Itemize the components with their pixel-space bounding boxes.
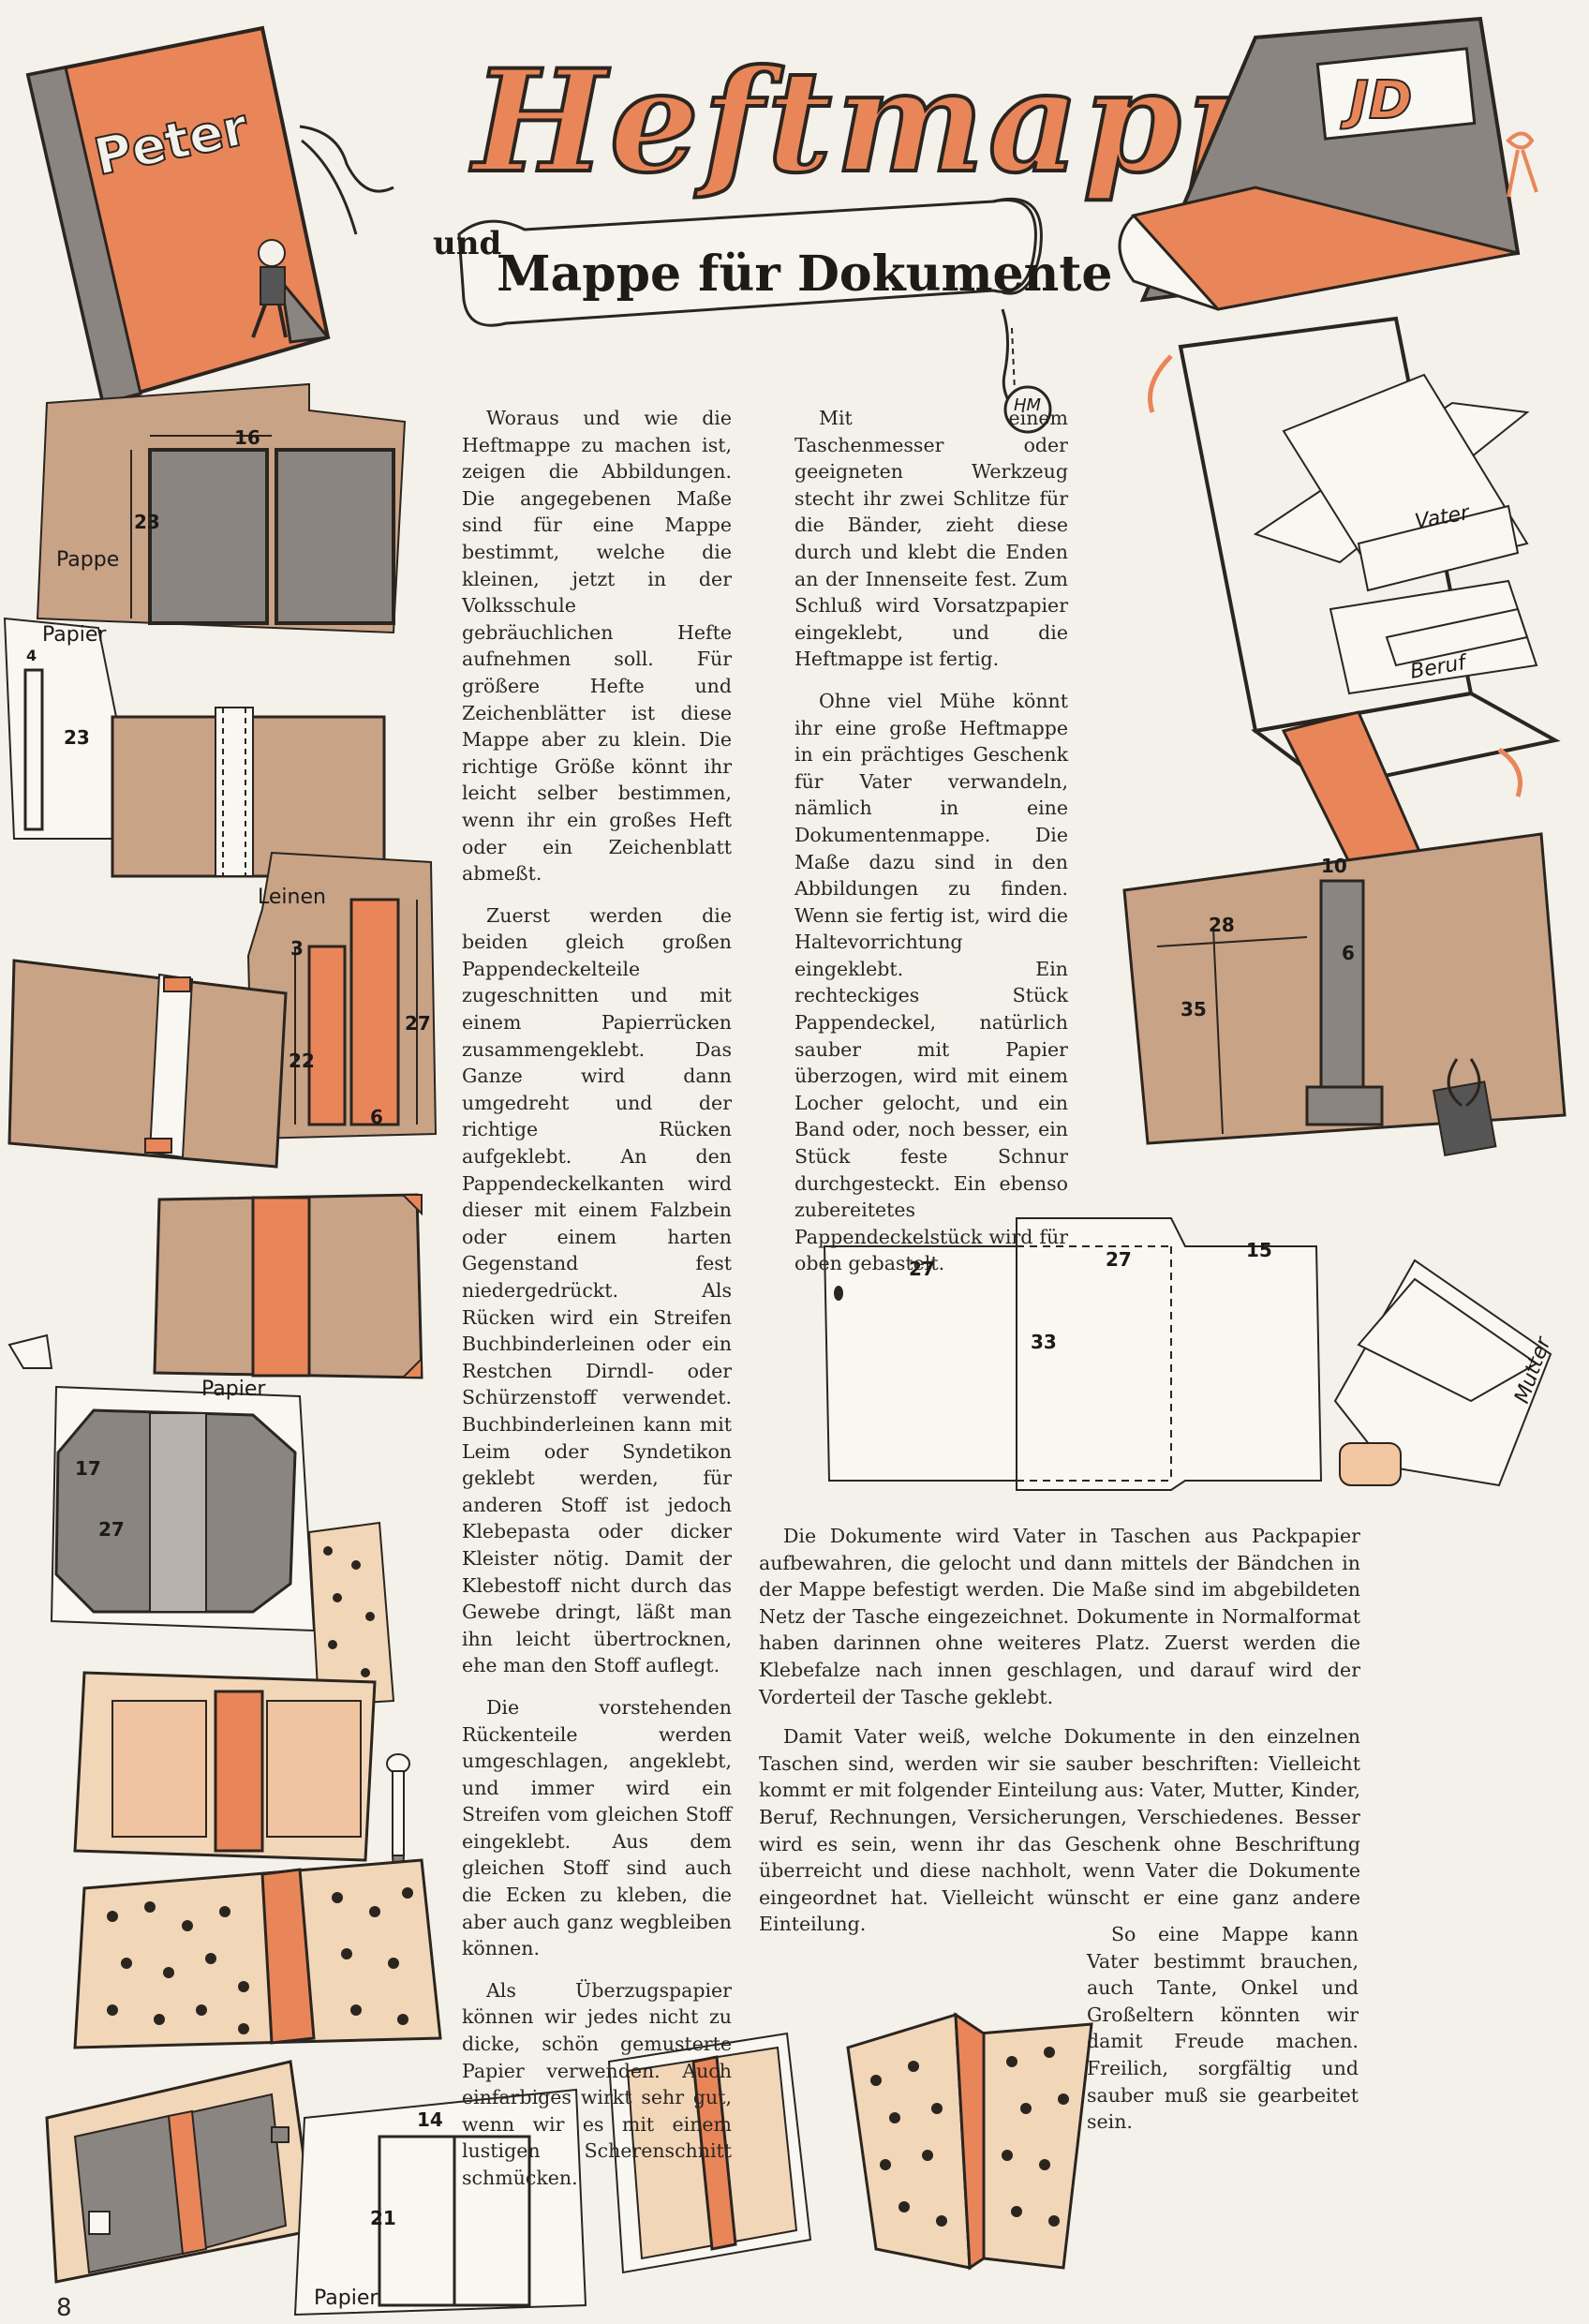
dim-27a: 27 [405,1012,431,1035]
label-leinen: Leinen [258,886,326,909]
illustration-pappe [36,382,407,634]
illustration-corners [7,959,288,1169]
dim-15: 15 [1246,1239,1272,1261]
dim-27b: 27 [98,1518,125,1541]
label-papier-2: Papier [201,1378,266,1401]
col1-para-2: Zuerst werden die beiden gleich großen P… [462,903,732,1677]
illustration-pocket-net [823,1217,1323,1491]
illustration-exploded-folder [1148,316,1561,864]
col2-para-2: Ohne viel Mühe könnt ihr eine große Heft… [794,689,1068,1275]
label-pappe: Pappe [56,548,120,572]
closing-para: So eine Mappe kann Vater bestimmt brauch… [1087,1923,1359,2134]
illustration-dots-book [73,1858,442,2049]
dim-22: 22 [289,1050,315,1072]
col1-para-1: Woraus und wie die Heftmappe zu machen i… [462,407,732,886]
illustration-bottom-folder [45,2060,316,2284]
illustration-dots-flap [307,1521,395,1707]
dim-17: 17 [75,1457,101,1480]
illustration-peter-folder [25,25,394,406]
seal-icon [1003,385,1052,434]
dim-10: 10 [1321,855,1347,877]
dim-28: 28 [1209,914,1235,936]
seal-label: HM [1014,395,1042,415]
text-closing: So eine Mappe kann Vater bestimmt brauch… [1087,1921,1359,2151]
dim-35: 35 [1181,998,1207,1020]
label-papier-3: Papier [314,2287,379,2310]
illustration-document-book [1118,16,1538,311]
text-column-2: Mit einem Taschenmesser oder geeigneten … [794,405,1068,1292]
col1-para-3: Die vorstehenden Rückenteile werden umge… [462,1695,732,1960]
dim-4: 4 [26,647,37,664]
title-und: und [433,225,502,262]
label-monogram: JD [1348,69,1413,132]
label-papier-1: Papier [42,623,107,647]
illustration-envelope-mutter [1333,1259,1552,1487]
dim-21: 21 [370,2207,396,2229]
dim-6b: 6 [1342,942,1355,964]
dim-14: 14 [417,2108,443,2131]
dim-27d: 27 [1106,1248,1132,1271]
title-subtitle: Mappe für Dokumente [497,246,1113,303]
dim-27c: 27 [909,1258,935,1280]
dim-33: 33 [1031,1331,1057,1353]
dim-23b: 23 [64,726,90,749]
wide-para-2: Damit Vater weiß, welche Dokumente in de… [759,1725,1360,1936]
dim-16: 16 [234,426,260,449]
illustration-back-glued [111,707,386,878]
page-number: 8 [56,2294,72,2322]
text-column-1: Woraus und wie die Heftmappe zu machen i… [462,405,732,2207]
illustration-document-dims [1122,832,1567,1157]
dim-23a: 23 [134,511,160,533]
wide-para-1: Die Dokumente wird Vater in Taschen aus … [759,1525,1360,1708]
illustration-papier-cover [7,1333,316,1632]
illustration-bottom-spine [607,2032,812,2274]
illustration-linen-spine [153,1193,423,1379]
illustration-open-folder [73,1671,377,1862]
text-wide-block: Die Dokumente wird Vater in Taschen aus … [759,1523,1360,1951]
col2-para-1: Mit einem Taschenmesser oder geeigneten … [794,407,1068,671]
dim-6a: 6 [370,1106,383,1128]
illustration-bottom-dots-standing [846,2012,1093,2271]
illustration-leinen [246,851,438,1140]
dim-3: 3 [290,937,304,960]
col1-para-4: Als Überzugspapier können wir jedes nich… [462,1978,732,2189]
illustration-bottom-papier [293,2088,587,2317]
